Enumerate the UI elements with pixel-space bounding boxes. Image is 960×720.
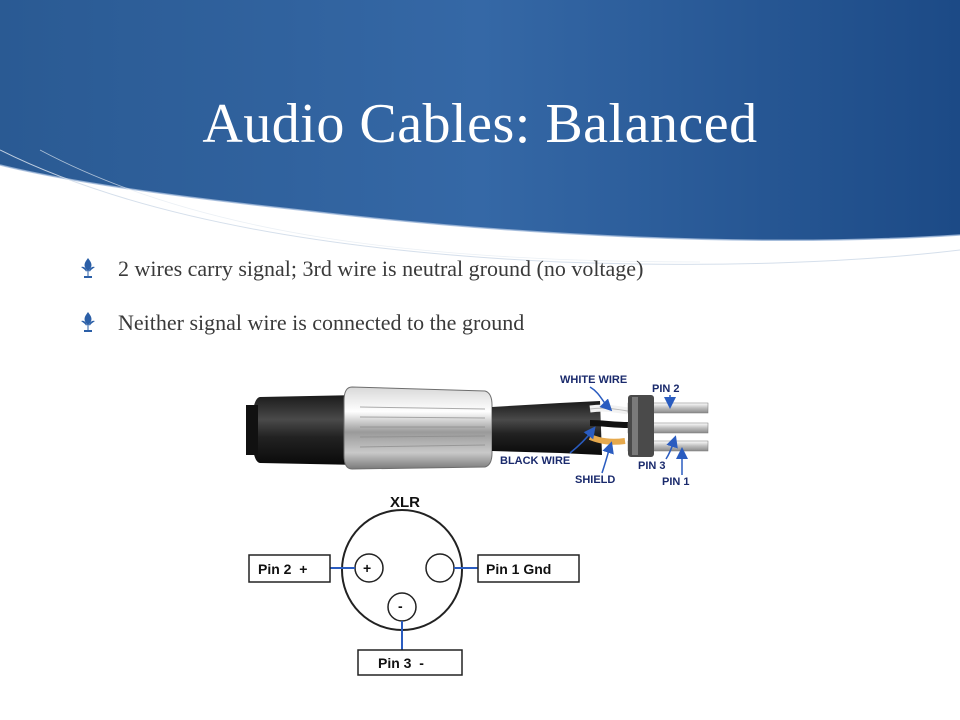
bullet-item: 2 wires carry signal; 3rd wire is neutra… xyxy=(80,254,643,284)
fleur-de-lis-icon xyxy=(80,311,118,335)
pin3-label: PIN 3 xyxy=(638,460,666,472)
pin1-box-label: Pin 1 Gnd xyxy=(486,561,551,577)
pin1-box xyxy=(477,554,580,583)
callout-arrows xyxy=(569,386,688,475)
slide-title: Audio Cables: Balanced xyxy=(202,93,758,155)
xlr-title: XLR xyxy=(390,494,420,511)
minus-symbol: - xyxy=(398,598,403,614)
cable-illustration xyxy=(246,386,709,470)
fleur-de-lis-icon xyxy=(80,257,118,281)
shield-label: SHIELD xyxy=(575,474,615,486)
pin1-contact xyxy=(425,553,455,583)
connection-lines xyxy=(330,567,478,650)
pin3-box xyxy=(357,649,463,676)
xlr-diagram: WHITE WIRE BLACK WIRE SHIELD PIN 2 PIN 3… xyxy=(246,374,709,676)
black-wire-label: BLACK WIRE xyxy=(500,455,570,467)
plus-symbol: + xyxy=(363,560,371,576)
bullet-list: 2 wires carry signal; 3rd wire is neutra… xyxy=(80,254,643,362)
pin1-label: PIN 1 xyxy=(662,476,690,488)
pin3-box-label: Pin 3 - xyxy=(378,655,424,671)
bullet-text: 2 wires carry signal; 3rd wire is neutra… xyxy=(118,256,644,281)
bullet-item: Neither signal wire is connected to the … xyxy=(80,308,643,338)
white-wire-label: WHITE WIRE xyxy=(560,374,627,386)
bullet-text: Neither signal wire is connected to the … xyxy=(118,310,525,335)
pin2-label: PIN 2 xyxy=(652,383,680,395)
pin2-box xyxy=(248,554,331,583)
pin2-box-label: Pin 2 + xyxy=(258,561,307,577)
